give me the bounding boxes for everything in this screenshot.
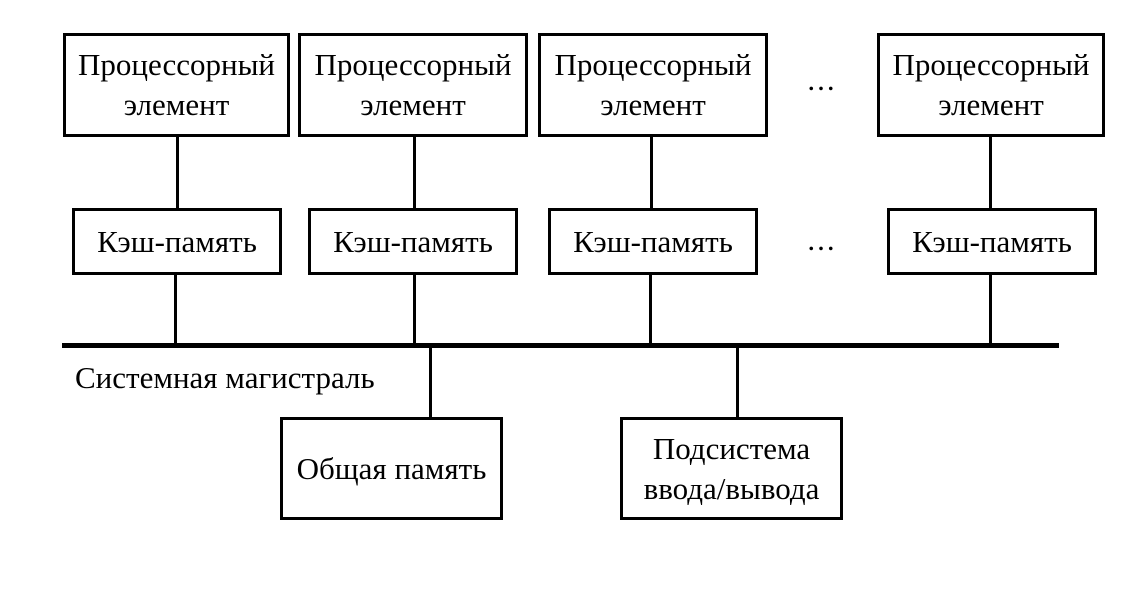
cache-memory-label-1: Кэш-память bbox=[97, 223, 257, 259]
connector-bus-io-subsystem bbox=[736, 347, 739, 417]
shared-memory-label: Общая память bbox=[296, 450, 487, 486]
cache-memory-box-3: Кэш-память bbox=[548, 208, 758, 275]
connector-proc4-cache4 bbox=[989, 137, 992, 208]
ellipsis-caches: ... bbox=[807, 222, 837, 257]
io-subsystem-label: Подсистема ввода/вывода bbox=[643, 430, 820, 506]
cache-memory-label-2: Кэш-память bbox=[333, 223, 493, 259]
connector-cache3-bus bbox=[649, 275, 652, 344]
processor-element-box-2: Процессорный элемент bbox=[298, 33, 528, 137]
processor-element-box-4: Процессорный элемент bbox=[877, 33, 1105, 137]
cache-memory-box-4: Кэш-память bbox=[887, 208, 1097, 275]
connector-cache2-bus bbox=[413, 275, 416, 344]
ellipsis-processors: ... bbox=[807, 62, 837, 97]
connector-proc2-cache2 bbox=[413, 137, 416, 208]
processor-element-label-2: Процессорный элемент bbox=[314, 47, 512, 122]
processor-element-label-1: Процессорный элемент bbox=[77, 47, 276, 122]
cache-memory-box-2: Кэш-память bbox=[308, 208, 518, 275]
connector-bus-shared-memory bbox=[429, 347, 432, 417]
shared-memory-box: Общая память bbox=[280, 417, 503, 520]
connector-proc1-cache1 bbox=[176, 137, 179, 208]
cache-memory-label-3: Кэш-память bbox=[573, 223, 733, 259]
system-bus-line bbox=[62, 343, 1059, 348]
system-bus-label: Системная магистраль bbox=[75, 360, 375, 395]
connector-proc3-cache3 bbox=[650, 137, 653, 208]
cache-memory-box-1: Кэш-память bbox=[72, 208, 282, 275]
processor-element-box-3: Процессорный элемент bbox=[538, 33, 768, 137]
connector-cache1-bus bbox=[174, 275, 177, 344]
cache-memory-label-4: Кэш-память bbox=[912, 223, 1072, 259]
processor-element-label-4: Процессорный элемент bbox=[892, 47, 1090, 122]
io-subsystem-box: Подсистема ввода/вывода bbox=[620, 417, 843, 520]
connector-cache4-bus bbox=[989, 275, 992, 344]
processor-element-label-3: Процессорный элемент bbox=[554, 47, 752, 122]
processor-element-box-1: Процессорный элемент bbox=[63, 33, 290, 137]
